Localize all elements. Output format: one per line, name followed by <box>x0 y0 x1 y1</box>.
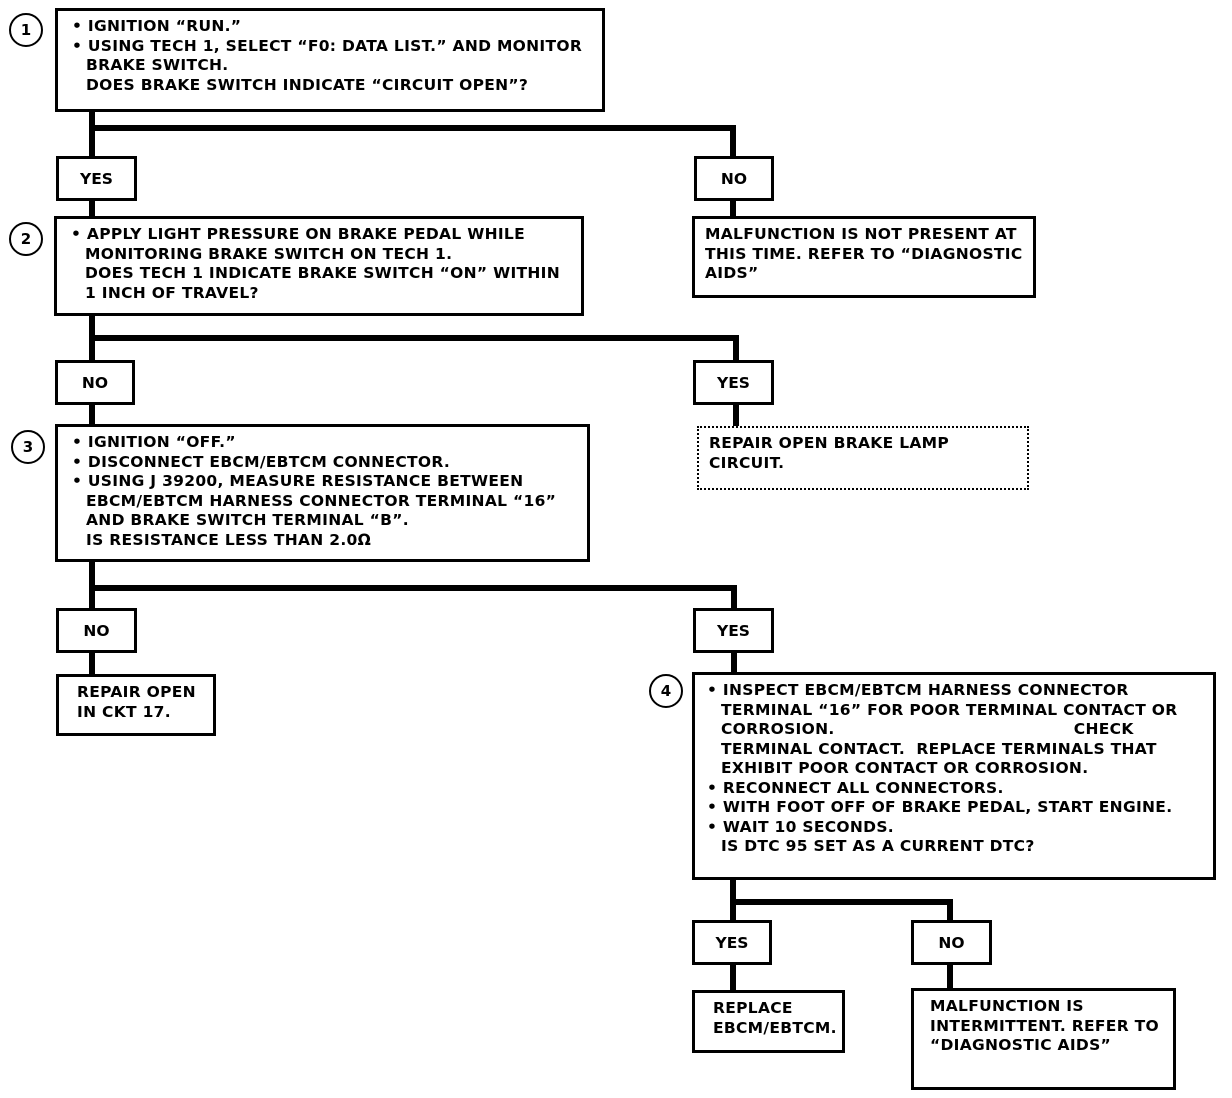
step-2-no-label: NO <box>55 360 135 405</box>
step-4-box: • INSPECT EBCM/EBTCM HARNESS CONNECTOR T… <box>692 672 1216 880</box>
outcome-line: MALFUNCTION IS <box>930 997 1084 1015</box>
step-4-line: • WITH FOOT OFF OF BRAKE PEDAL, START EN… <box>707 798 1173 816</box>
step-1-line: • USING TECH 1, SELECT “F0: DATA LIST.” … <box>72 36 583 55</box>
step-4-line: IS DTC 95 SET AS A CURRENT DTC? <box>721 837 1035 855</box>
step-3-box: • IGNITION “OFF.” • DISCONNECT EBCM/EBTC… <box>55 424 590 562</box>
step-3-line: EBCM/EBTCM HARNESS CONNECTOR TERMINAL “1… <box>86 491 557 510</box>
step-1-line: BRAKE SWITCH. <box>86 56 229 74</box>
outcome-line: CIRCUIT. <box>709 453 785 472</box>
step-2-line: DOES TECH 1 INDICATE BRAKE SWITCH “ON” W… <box>85 264 561 282</box>
step-4-line: EXHIBIT POOR CONTACT OR CORROSION. <box>721 759 1089 777</box>
step-4-line: • WAIT 10 SECONDS. <box>707 817 894 836</box>
outcome-line: EBCM/EBTCM. <box>713 1018 837 1037</box>
step-1-yes-label: YES <box>56 156 137 201</box>
step-4-line: • RECONNECT ALL CONNECTORS. <box>707 778 1004 797</box>
outcome-line: REPAIR OPEN <box>77 683 196 701</box>
step-4-line: CORROSION. CHECK <box>721 720 1134 738</box>
outcome-line: AIDS” <box>705 264 759 282</box>
outcome-repair-brake-lamp-circuit: REPAIR OPEN BRAKE LAMP CIRCUIT. <box>697 426 1029 490</box>
step-4-no-label: NO <box>911 920 992 965</box>
step-4-line: TERMINAL “16” FOR POOR TERMINAL CONTACT … <box>721 700 1178 719</box>
step-4-line: TERMINAL CONTACT. REPLACE TERMINALS THAT <box>721 739 1157 758</box>
step-4-yes-label: YES <box>692 920 772 965</box>
step-3-line: • DISCONNECT EBCM/EBTCM CONNECTOR. <box>72 452 451 471</box>
step-1-line: DOES BRAKE SWITCH INDICATE “CIRCUIT OPEN… <box>86 75 529 94</box>
step-3-line: AND BRAKE SWITCH TERMINAL “B”. <box>86 511 409 529</box>
step-1-line: • IGNITION “RUN.” <box>72 17 242 35</box>
outcome-line: THIS TIME. REFER TO “DIAGNOSTIC <box>705 244 1023 263</box>
step-1-no-label: NO <box>694 156 774 201</box>
step-number-4: 4 <box>649 674 683 708</box>
step-number-2: 2 <box>9 222 43 256</box>
step-2-line: • APPLY LIGHT PRESSURE ON BRAKE PEDAL WH… <box>71 225 525 243</box>
step-1-box: • IGNITION “RUN.” • USING TECH 1, SELECT… <box>55 8 605 112</box>
step-3-yes-label: YES <box>693 608 774 653</box>
step-3-line: • USING J 39200, MEASURE RESISTANCE BETW… <box>72 472 524 490</box>
outcome-replace-ebcm: REPLACE EBCM/EBTCM. <box>692 990 845 1053</box>
outcome-malfunction-intermittent: MALFUNCTION IS INTERMITTENT. REFER TO “D… <box>911 988 1176 1090</box>
step-3-line: IS RESISTANCE LESS THAN 2.0Ω <box>86 530 372 549</box>
outcome-line: “DIAGNOSTIC AIDS” <box>930 1036 1112 1054</box>
outcome-malfunction-not-present: MALFUNCTION IS NOT PRESENT AT THIS TIME.… <box>692 216 1036 298</box>
step-2-line: MONITORING BRAKE SWITCH ON TECH 1. <box>85 244 453 263</box>
step-3-no-label: NO <box>56 608 137 653</box>
step-number-3: 3 <box>11 430 45 464</box>
outcome-line: REPAIR OPEN BRAKE LAMP <box>709 434 950 452</box>
step-2-yes-label: YES <box>693 360 774 405</box>
outcome-line: REPLACE <box>713 999 793 1017</box>
outcome-line: INTERMITTENT. REFER TO <box>930 1016 1159 1035</box>
step-2-line: 1 INCH OF TRAVEL? <box>85 283 259 302</box>
step-4-line: • INSPECT EBCM/EBTCM HARNESS CONNECTOR <box>707 681 1129 699</box>
outcome-line: MALFUNCTION IS NOT PRESENT AT <box>705 225 1017 243</box>
outcome-repair-open-ckt-17: REPAIR OPEN IN CKT 17. <box>56 674 216 736</box>
step-3-line: • IGNITION “OFF.” <box>72 433 236 451</box>
step-number-1: 1 <box>9 13 43 47</box>
step-2-box: • APPLY LIGHT PRESSURE ON BRAKE PEDAL WH… <box>54 216 584 316</box>
outcome-line: IN CKT 17. <box>77 702 171 721</box>
